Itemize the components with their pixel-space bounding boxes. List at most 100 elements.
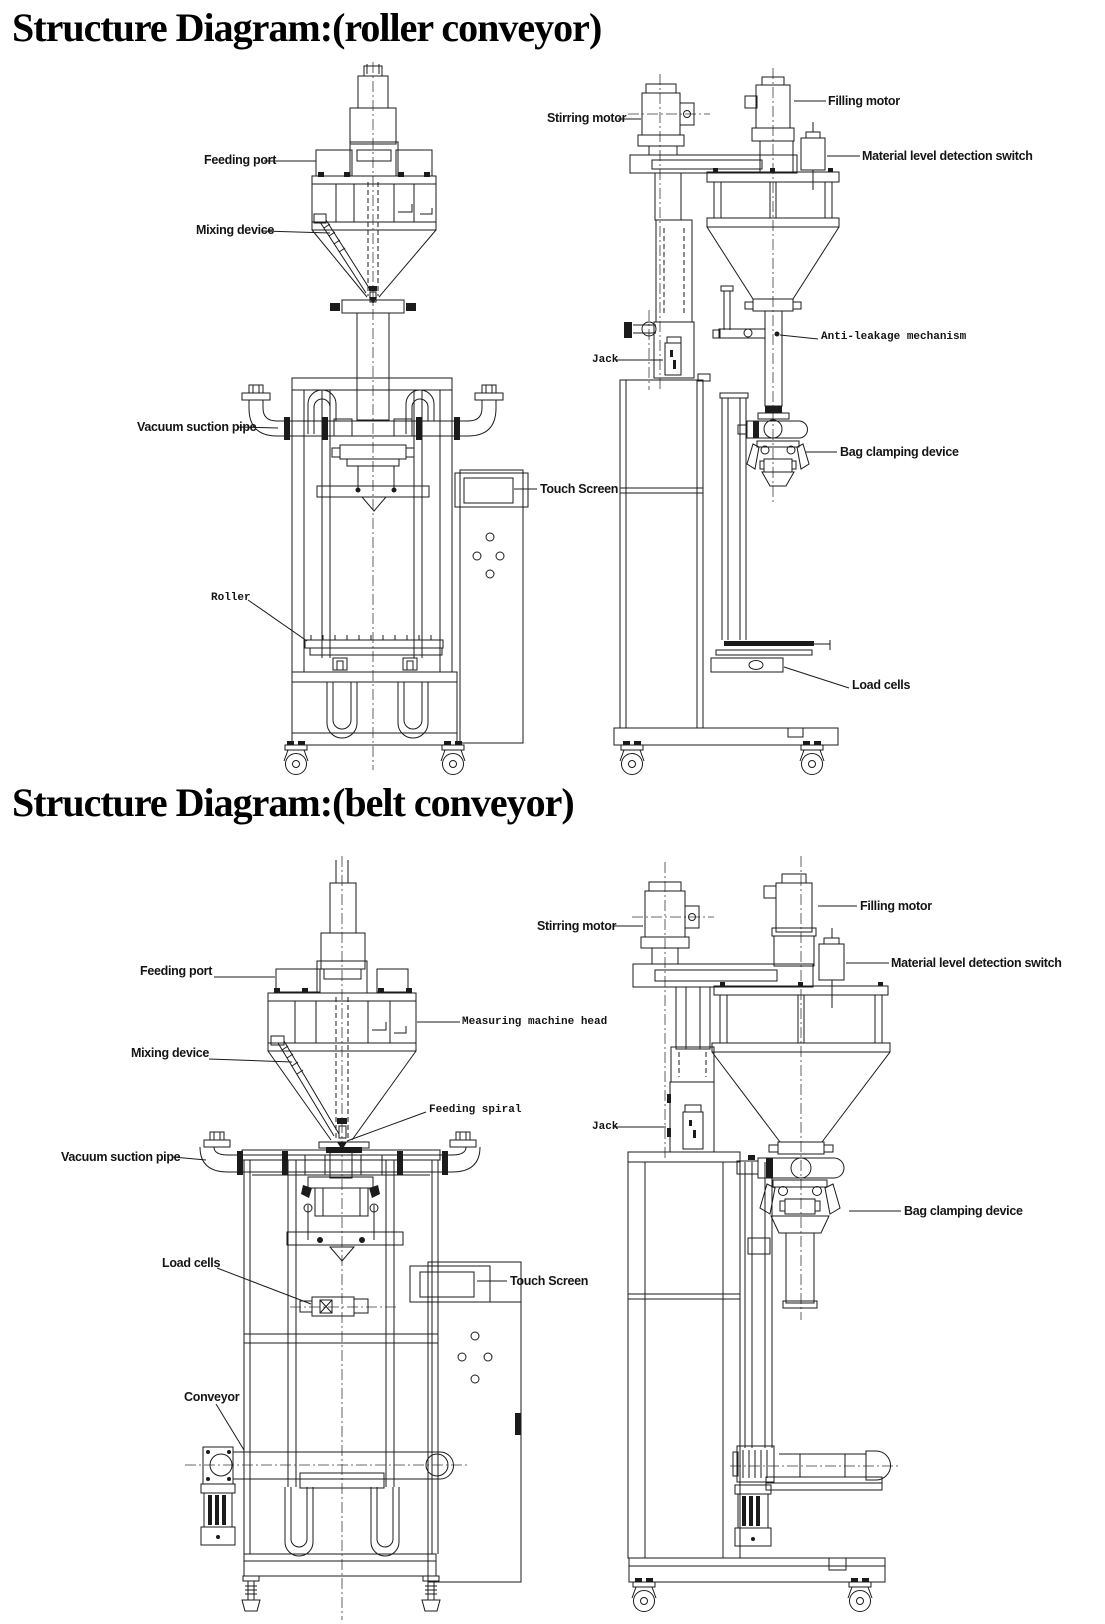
label-belt-stirring-motor: Stirring motor [537,919,617,933]
machine-belt-front-view [185,856,522,1620]
measuring-head-drum [267,988,417,1052]
mixing-device-shaft [313,213,372,294]
leader-roller-load-cells [783,666,850,689]
adjustable-foot [421,1575,441,1612]
label-belt-jack: Jack [592,1121,619,1133]
jack-unit [667,986,715,1153]
outlet-flange [330,299,416,421]
leader-belt-feeding-spiral [346,1111,427,1142]
label-roller-material-switch: Material level detection switch [862,149,1033,163]
frame [291,377,453,672]
jack-unit [624,172,695,390]
label-belt-material-switch: Material level detection switch [891,956,1062,970]
roller-platform [304,635,444,671]
stand-post [719,392,749,640]
hopper [706,168,840,312]
control-cabinet [454,469,529,744]
label-belt-measuring-head: Measuring machine head [462,1016,608,1028]
bag-clamp-assembly [286,1176,404,1262]
panel-button [485,569,495,579]
machine-roller-front-view [241,62,529,775]
caster-wheel [799,740,825,775]
label-belt-conveyor: Conveyor [184,1390,240,1404]
label-belt-load-cells: Load cells [162,1256,221,1270]
measuring-head-drum [311,172,437,231]
vacuum-suction-pipe-assembly [241,384,504,440]
mixing-device-shaft [270,1035,340,1137]
panel-button [495,551,505,561]
panel-button [470,1331,480,1341]
control-cabinet [409,1261,522,1583]
stirring-motor-unit [640,881,700,965]
panel-button [470,1374,480,1384]
stand-post [744,1162,773,1448]
material-level-switch [818,928,845,1008]
caster-wheel [283,740,309,775]
leader-belt-vacuum-pipe [172,1156,207,1161]
mounting-plate [632,963,814,988]
label-roller-filling-motor: Filling motor [828,94,900,108]
feeding-port-assembly [315,141,433,177]
label-roller-jack: Jack [592,354,619,366]
label-belt-vacuum-pipe: Vacuum suction pipe [61,1150,181,1164]
panel-button [472,551,482,561]
leader-roller-vacuum-pipe [237,426,279,429]
label-roller-load-cells: Load cells [852,678,911,692]
label-leader-lines [172,100,901,1451]
bag-spout [785,1232,815,1304]
load-cells-block [290,1296,398,1317]
stirring-motor-unit [637,83,695,156]
panel-button [483,1352,493,1362]
label-roller-mixing-device: Mixing device [196,223,275,237]
base-frame [241,1487,441,1612]
feeding-spiral-auger [335,997,349,1150]
base-frame [628,1557,886,1612]
conveyor-belt [185,1446,470,1489]
column-cabinet [619,373,711,729]
caster-wheel [440,740,466,775]
section-title-belt-conveyor: Structure Diagram:(belt conveyor) [12,780,575,825]
conveyor-motor [200,1483,236,1546]
leader-roller-mixing-device [262,230,331,234]
machine-belt-side-view [627,856,900,1612]
touch-screen-panel [454,472,529,508]
leader-belt-conveyor [215,1403,245,1451]
panel-button [457,1352,467,1362]
label-roller-touch-screen: Touch Screen [540,482,619,496]
machine-roller-side-view [613,68,840,775]
label-roller-stirring-motor: Stirring motor [547,111,627,125]
bag-clamp-assembly [316,444,430,512]
label-belt-touch-screen: Touch Screen [510,1274,589,1288]
bag-clamping-device-part [736,1155,845,1309]
load-cells-platform [710,640,831,673]
conveyor-belt [732,1445,891,1491]
anti-leakage-mechanism-part [712,285,780,339]
label-belt-filling-motor: Filling motor [860,899,932,913]
leader-roller-roller [247,599,308,642]
leader-belt-mixing-device [208,1058,293,1063]
leader-roller-anti-leakage [779,334,819,340]
label-belt-feeding-spiral: Feeding spiral [429,1104,522,1116]
filling-motor-unit [763,873,817,967]
label-roller-roller: Roller [211,592,251,604]
label-belt-bag-clamping: Bag clamping device [904,1204,1023,1218]
label-roller-feeding-port: Feeding port [204,153,277,167]
hopper-cone [267,1050,417,1141]
caster-wheel [847,1577,873,1612]
bag-clamping-device-part [737,406,810,487]
hopper-cone [311,229,437,298]
base-frame [613,727,839,775]
conveyor-motor [734,1484,772,1547]
frame [241,1149,441,1554]
mounting-plate [629,154,798,174]
label-belt-feeding-port: Feeding port [140,964,213,978]
panel-button [485,532,495,542]
leader-belt-load-cells [216,1267,312,1305]
cabinet-handle [515,1413,521,1435]
adjustable-foot [241,1575,261,1612]
column-cabinet [627,1151,741,1559]
filling-head-motor [349,64,397,145]
material-level-switch [800,122,826,190]
